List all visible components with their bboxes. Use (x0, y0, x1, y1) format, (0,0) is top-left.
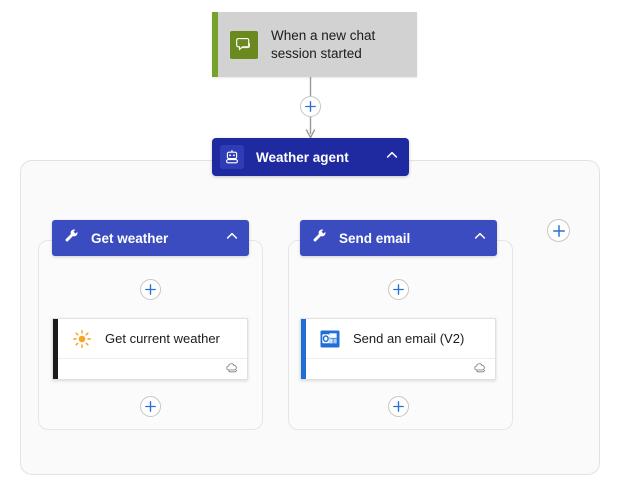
action-label: Get current weather (105, 331, 220, 346)
add-step-get-weather-above-button[interactable] (140, 279, 161, 300)
card-accent-bar (53, 319, 58, 379)
action-card-footer (301, 359, 495, 379)
tool-label: Get weather (91, 230, 169, 246)
agent-node-weather-agent[interactable]: Weather agent (212, 138, 409, 176)
chat-bubble-icon (230, 30, 258, 59)
connector-cloud-icon[interactable] (224, 361, 239, 379)
action-card-get-current-weather[interactable]: Get current weather (52, 318, 248, 380)
action-card-header: Send an email (V2) (301, 319, 495, 359)
wrench-icon (312, 228, 327, 248)
add-tool-button[interactable] (547, 219, 570, 242)
chevron-up-icon[interactable] (385, 148, 399, 167)
tool-node-get-weather[interactable]: Get weather (52, 220, 249, 256)
agent-label: Weather agent (256, 149, 349, 165)
trigger-node[interactable]: When a new chat session started (212, 12, 417, 77)
trigger-label: When a new chat session started (271, 27, 376, 61)
wrench-icon (64, 228, 79, 248)
action-label: Send an email (V2) (353, 331, 465, 346)
outlook-icon (319, 328, 341, 350)
add-step-after-trigger-button[interactable] (300, 96, 321, 117)
chevron-up-icon[interactable] (225, 229, 239, 248)
connector-cloud-icon[interactable] (472, 361, 487, 379)
add-step-send-email-above-button[interactable] (388, 279, 409, 300)
action-card-header: Get current weather (53, 319, 247, 359)
chevron-up-icon[interactable] (473, 229, 487, 248)
robot-icon (220, 145, 244, 169)
action-card-footer (53, 359, 247, 379)
add-step-send-email-below-button[interactable] (388, 396, 409, 417)
add-step-get-weather-below-button[interactable] (140, 396, 161, 417)
card-accent-bar (301, 319, 306, 379)
action-card-send-an-email[interactable]: Send an email (V2) (300, 318, 496, 380)
tool-label: Send email (339, 230, 411, 246)
tool-node-send-email[interactable]: Send email (300, 220, 497, 256)
sun-icon (71, 328, 93, 350)
